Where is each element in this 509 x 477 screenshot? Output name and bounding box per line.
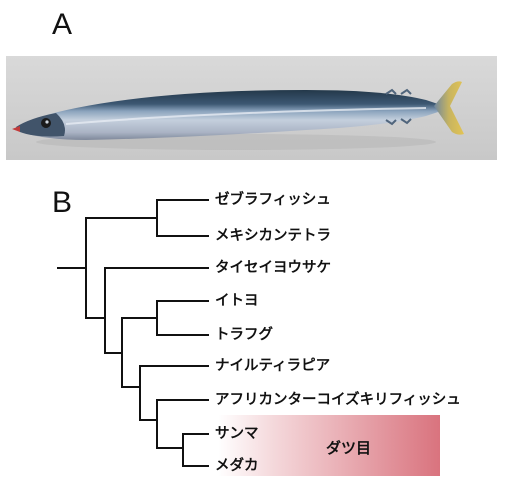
- taxon-nile-tilapia: ナイルティラピア: [215, 357, 330, 375]
- taxon-turquoise-killifish: アフリカンターコイズキリフィッシュ: [215, 391, 461, 409]
- taxon-medaka: メダカ: [215, 457, 259, 475]
- taxon-saury: サンマ: [215, 425, 259, 443]
- taxon-mexican-tetra: メキシカンテトラ: [215, 227, 331, 245]
- taxon-stickleback: イトヨ: [215, 292, 259, 310]
- taxon-fugu: トラフグ: [215, 326, 273, 344]
- taxon-zebrafish: ゼブラフィッシュ: [215, 191, 331, 209]
- taxon-atlantic-salmon: タイセイヨウサケ: [215, 259, 331, 277]
